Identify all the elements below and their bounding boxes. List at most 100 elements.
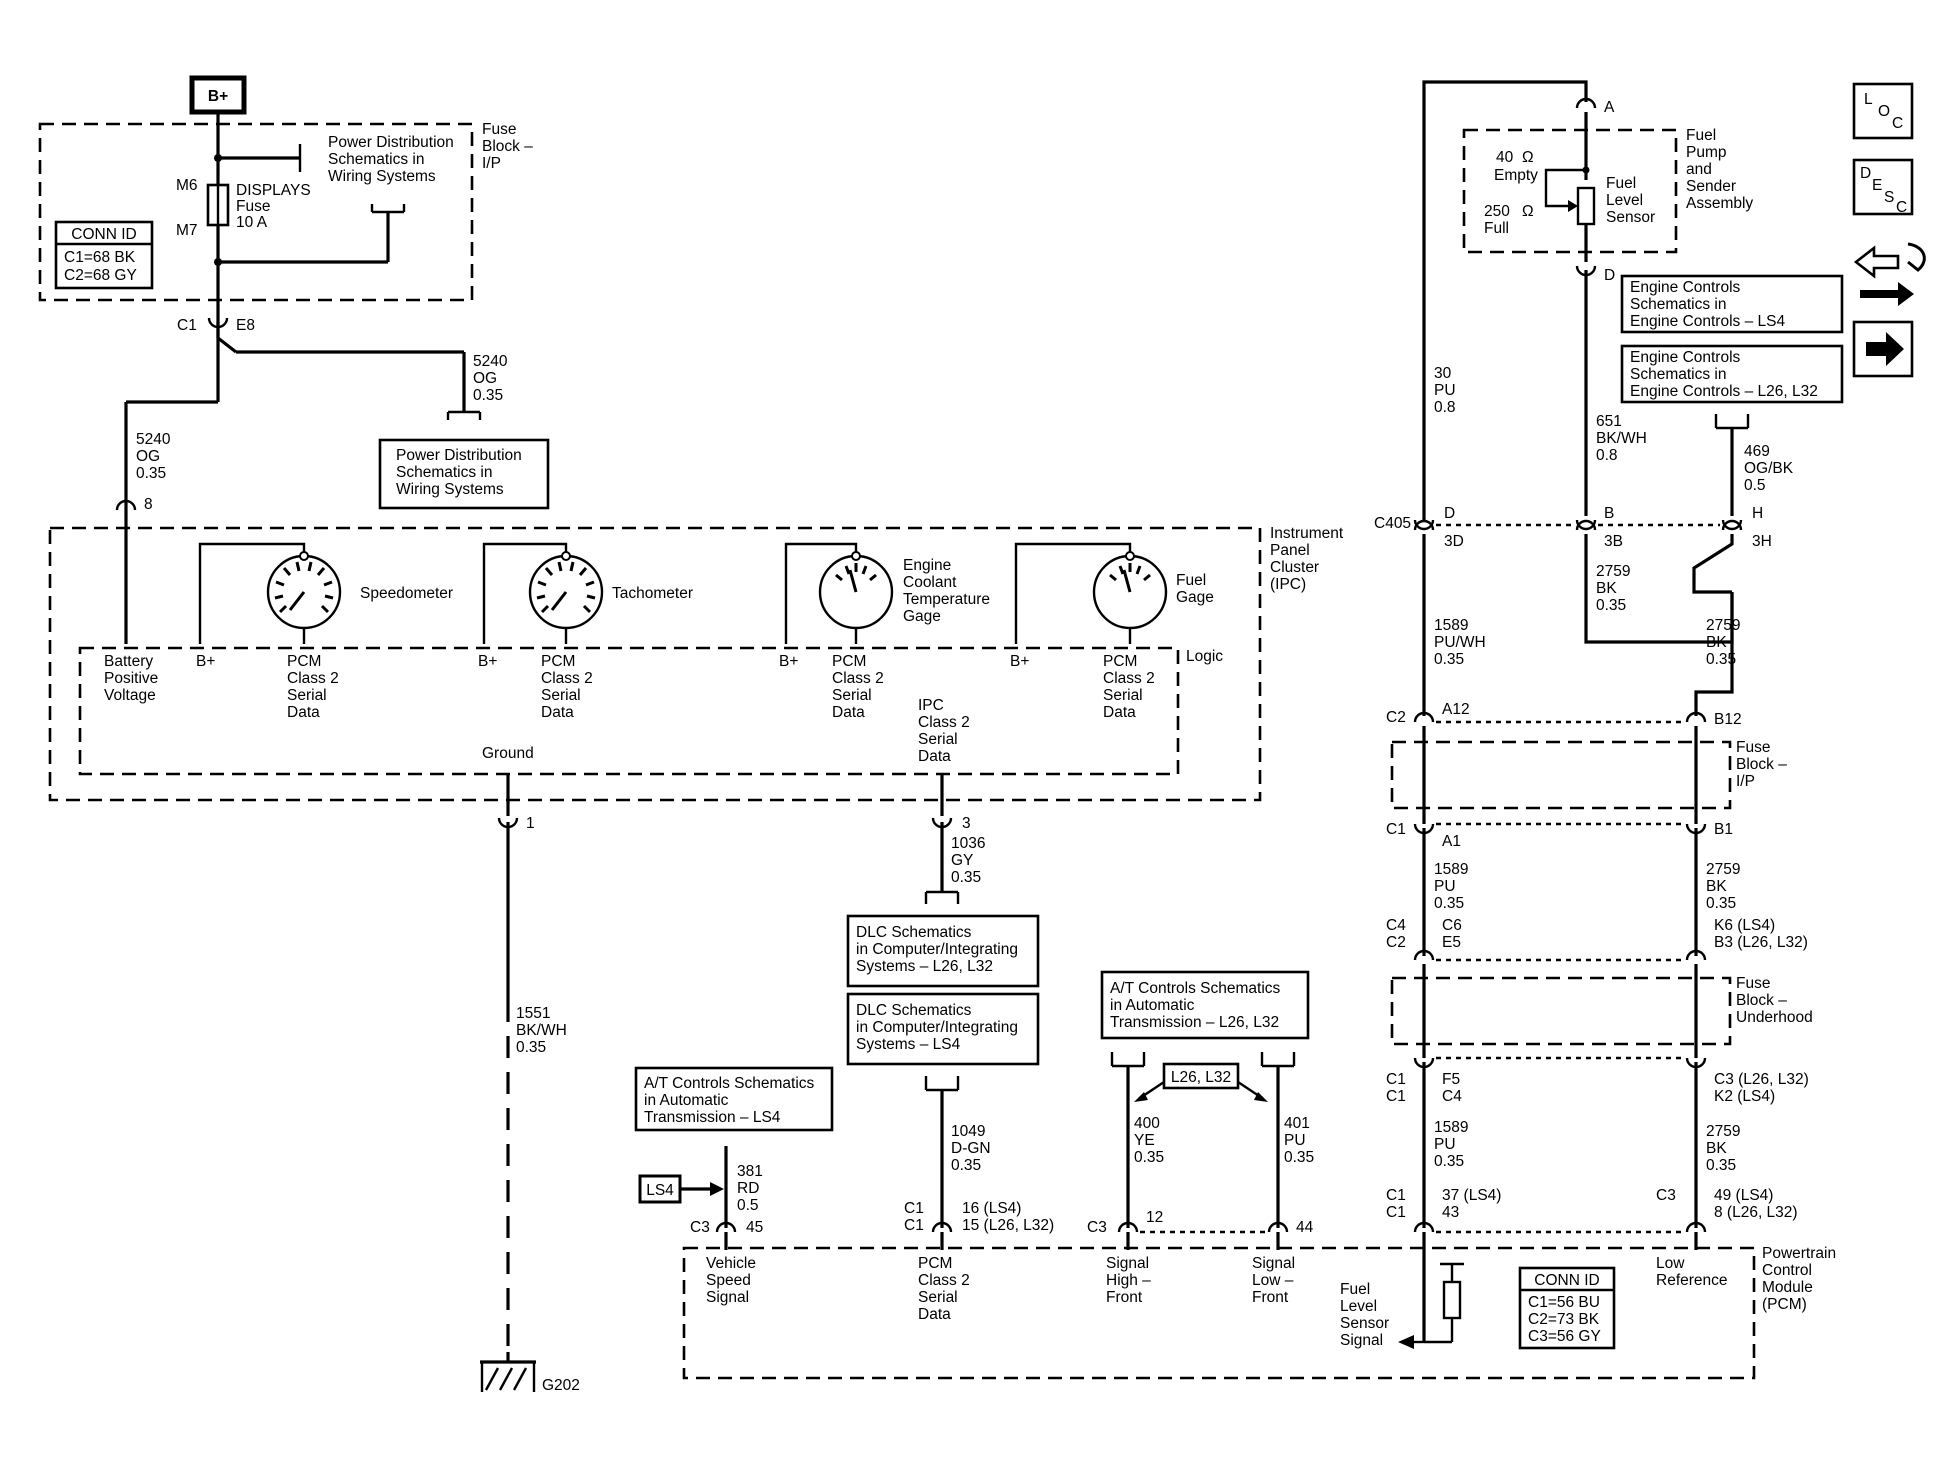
dlc-ref-l26[interactable]: DLC Schematics in Computer/Integrating S… <box>846 914 1040 988</box>
bplus-box: B+ <box>189 75 247 115</box>
fuel-level-sensor: 40 Ω Empty 250 Ω Full Fuel Level Sensor <box>1484 149 1655 262</box>
svg-text:Reference: Reference <box>1656 1272 1728 1289</box>
svg-text:Powertrain: Powertrain <box>1762 1245 1836 1262</box>
svg-text:0.5: 0.5 <box>737 1197 759 1214</box>
svg-text:B+: B+ <box>196 653 215 670</box>
ls4-tag: LS4 <box>638 1174 682 1204</box>
svg-text:Serial: Serial <box>832 687 872 704</box>
pcm-pin-44: 44 <box>1267 1219 1314 1250</box>
svg-text:8 (L26, L32): 8 (L26, L32) <box>1714 1204 1798 1221</box>
svg-text:PCM: PCM <box>287 653 321 670</box>
svg-text:Level: Level <box>1340 1298 1377 1315</box>
svg-text:PCM: PCM <box>541 653 575 670</box>
wire-label-2759-c: 2759 BK 0.35 <box>1706 1123 1740 1174</box>
svg-text:3B: 3B <box>1604 533 1623 550</box>
svg-text:0.8: 0.8 <box>1596 447 1618 464</box>
loc-button[interactable]: L O C <box>1852 82 1914 140</box>
svg-text:Schematics in: Schematics in <box>1630 296 1726 313</box>
pcm-right-pins: C1 C1 37 (LS4) 43 C3 49 (LS4) 8 (L26, L3… <box>1386 1187 1798 1234</box>
power-distribution-ref-2[interactable]: Power Distribution Schematics in Wiring … <box>378 438 550 510</box>
svg-text:Block –: Block – <box>1736 992 1787 1009</box>
arrow-right-icon[interactable] <box>1852 320 1914 378</box>
pcm-boundary <box>682 1246 1756 1380</box>
svg-text:LS4: LS4 <box>646 1182 674 1199</box>
svg-text:(IPC): (IPC) <box>1270 576 1306 593</box>
speedometer-gauge: Speedometer B+ PCM Class 2 Serial Data <box>196 542 453 721</box>
svg-text:Empty: Empty <box>1494 167 1538 184</box>
svg-text:30: 30 <box>1434 365 1452 382</box>
svg-text:0.35: 0.35 <box>1134 1149 1164 1166</box>
pcm-pin-c1-16-15: C1 C1 16 (LS4) 15 (L26, L32) <box>904 1200 1054 1250</box>
svg-text:0.35: 0.35 <box>516 1039 546 1056</box>
svg-text:Coolant: Coolant <box>903 574 957 591</box>
coolant-temp-gauge: Engine Coolant Temperature Gage B+ PCM C… <box>779 542 990 721</box>
svg-text:Positive: Positive <box>104 670 158 687</box>
svg-text:C2=68 GY: C2=68 GY <box>64 267 137 284</box>
wrench-arrows-icon[interactable] <box>1853 242 1926 306</box>
svg-text:1049: 1049 <box>951 1123 985 1140</box>
svg-text:E5: E5 <box>1442 934 1461 951</box>
svg-text:Data: Data <box>1103 704 1136 721</box>
svg-text:400: 400 <box>1134 1115 1160 1132</box>
svg-text:Systems – LS4: Systems – LS4 <box>856 1036 961 1053</box>
svg-text:Cluster: Cluster <box>1270 559 1319 576</box>
svg-text:Transmission – LS4: Transmission – LS4 <box>644 1109 781 1126</box>
svg-text:PCM: PCM <box>832 653 866 670</box>
svg-text:Block –: Block – <box>1736 756 1787 773</box>
desc-button[interactable]: D E S C <box>1852 158 1914 216</box>
svg-text:Panel: Panel <box>1270 542 1310 559</box>
svg-text:E8: E8 <box>236 317 255 334</box>
svg-text:Fuse: Fuse <box>1736 975 1770 992</box>
svg-text:3H: 3H <box>1752 533 1772 550</box>
svg-text:OG: OG <box>136 448 160 465</box>
svg-text:High –: High – <box>1106 1272 1151 1289</box>
dlc-ref-ls4[interactable]: DLC Schematics in Computer/Integrating S… <box>846 992 1040 1066</box>
fuel-pump-boundary <box>1462 128 1678 254</box>
svg-text:0.5: 0.5 <box>1744 477 1766 494</box>
at-controls-ref-ls4[interactable]: A/T Controls Schematics in Automatic Tra… <box>634 1066 834 1132</box>
svg-text:BK/WH: BK/WH <box>1596 430 1647 447</box>
svg-text:D: D <box>1860 165 1871 182</box>
svg-text:C: C <box>1892 115 1903 132</box>
svg-text:3: 3 <box>962 815 971 832</box>
wire-label-1036: 1036 GY 0.35 <box>951 835 985 886</box>
svg-text:Battery: Battery <box>104 653 153 670</box>
svg-text:0.8: 0.8 <box>1434 399 1456 416</box>
svg-text:3D: 3D <box>1444 533 1464 550</box>
svg-text:Sender: Sender <box>1686 178 1736 195</box>
svg-text:B3 (L26, L32): B3 (L26, L32) <box>1714 934 1808 951</box>
svg-text:Class 2: Class 2 <box>1103 670 1155 687</box>
svg-text:Fuel: Fuel <box>1340 1281 1370 1298</box>
svg-text:and: and <box>1686 161 1712 178</box>
svg-text:0.35: 0.35 <box>951 869 981 886</box>
power-distribution-ref-1[interactable]: Power Distribution Schematics in Wiring … <box>328 134 454 185</box>
connector-c405: C405 D 3D B 3B H 3H <box>1374 505 1772 550</box>
fuel-gauge: Fuel Gage B+ PCM Class 2 Serial Data <box>1010 542 1214 721</box>
pcm-input-serial: PCM Class 2 Serial Data <box>918 1255 970 1323</box>
battery-positive-voltage: Battery Positive Voltage <box>104 653 158 704</box>
fuel-pump-label: Fuel Pump and Sender Assembly <box>1686 127 1753 212</box>
svg-text:F5: F5 <box>1442 1071 1460 1088</box>
svg-text:1551: 1551 <box>516 1005 550 1022</box>
svg-text:2759: 2759 <box>1596 563 1630 580</box>
svg-text:Engine Controls – L26, L32: Engine Controls – L26, L32 <box>1630 383 1818 400</box>
svg-text:0.35: 0.35 <box>136 465 166 482</box>
svg-text:0.35: 0.35 <box>1434 895 1464 912</box>
svg-text:1589: 1589 <box>1434 1119 1468 1136</box>
svg-text:250: 250 <box>1484 203 1510 220</box>
svg-text:C3: C3 <box>1656 1187 1676 1204</box>
svg-text:43: 43 <box>1442 1204 1459 1221</box>
svg-text:C3 (L26, L32): C3 (L26, L32) <box>1714 1071 1809 1088</box>
ipc-pin-1: 1 <box>497 815 535 832</box>
engine-controls-ref-l26[interactable]: Engine Controls Schematics in Engine Con… <box>1620 344 1844 404</box>
svg-text:C3: C3 <box>690 1219 710 1236</box>
wire-label-469: 469 OG/BK 0.5 <box>1744 443 1794 494</box>
svg-text:DISPLAYS: DISPLAYS <box>236 182 311 199</box>
engine-controls-ref-ls4[interactable]: Engine Controls Schematics in Engine Con… <box>1620 274 1844 334</box>
svg-text:BK: BK <box>1706 878 1727 895</box>
l26-tag: L26, L32 <box>1134 1062 1268 1102</box>
at-controls-ref-l26[interactable]: A/T Controls Schematics in Automatic Tra… <box>1100 970 1310 1040</box>
fuse-block-ip-label: Fuse Block – I/P <box>482 121 533 172</box>
wire-label-1049: 1049 D-GN 0.35 <box>951 1123 991 1174</box>
